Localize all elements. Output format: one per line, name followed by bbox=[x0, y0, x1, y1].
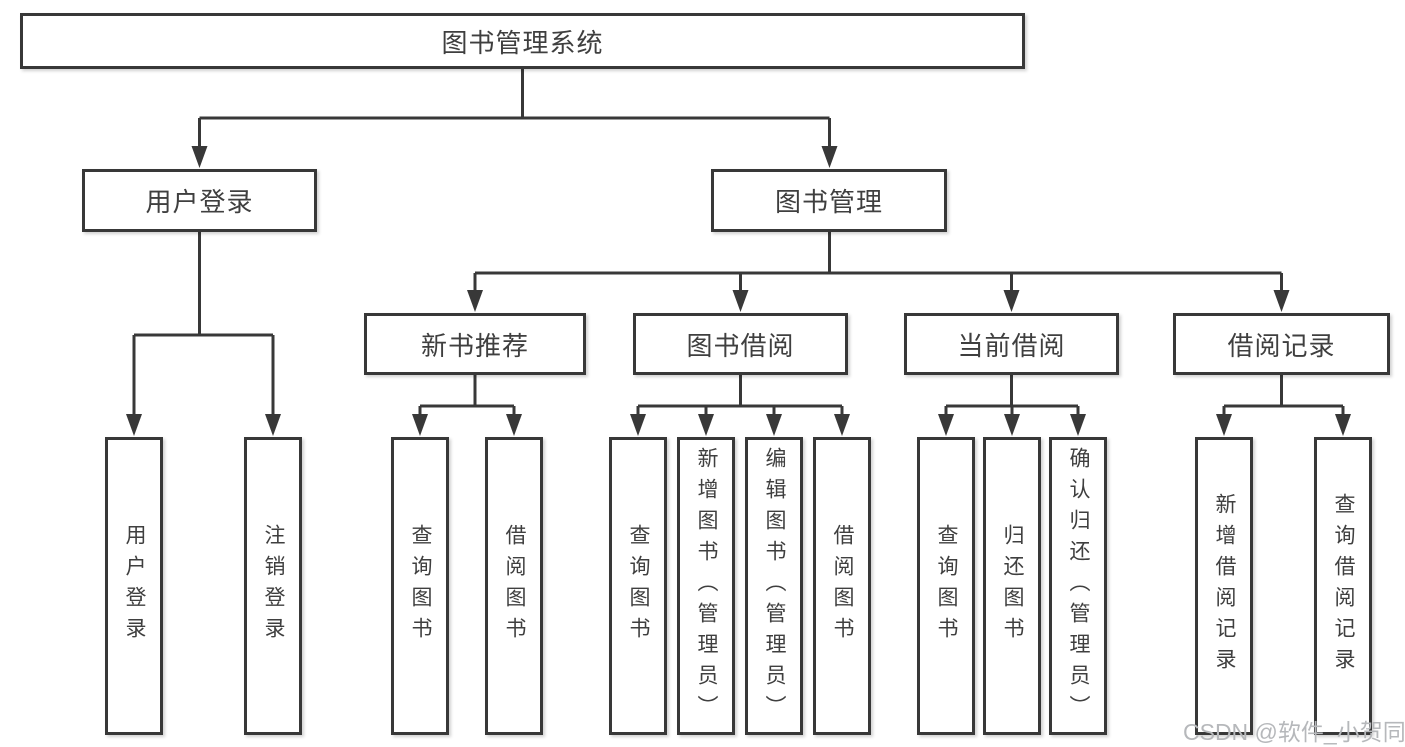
arrowhead bbox=[412, 414, 428, 436]
node-borrowing-records: 借阅记录 bbox=[1173, 313, 1390, 375]
arrowhead bbox=[467, 290, 483, 312]
node-label: 用户登录 bbox=[145, 187, 254, 217]
leaf-borrowing-borrow-books: 借阅图书 bbox=[813, 437, 871, 735]
arrowhead bbox=[1273, 290, 1290, 312]
node-label: 借阅图书 bbox=[831, 524, 854, 648]
arrowhead bbox=[821, 146, 838, 168]
leaf-borrowing-edit-books-admin: 编辑图书（管理员） bbox=[745, 437, 803, 735]
leaf-newbook-borrow-books: 借阅图书 bbox=[485, 437, 543, 735]
node-new-book-recommend: 新书推荐 bbox=[364, 313, 586, 375]
node-label: 确认归还（管理员） bbox=[1067, 446, 1090, 726]
node-label: 用户登录 bbox=[123, 524, 146, 648]
node-user-login: 用户登录 bbox=[82, 169, 317, 232]
node-label: 图书管理 bbox=[774, 187, 883, 217]
node-label: 借阅记录 bbox=[1227, 330, 1336, 361]
node-current-borrowing: 当前借阅 bbox=[904, 313, 1119, 375]
connector-book-borrow-to-leaves bbox=[630, 375, 850, 436]
connector-borrow-records-to-leaves bbox=[1216, 375, 1351, 436]
connector-root-to-level2 bbox=[191, 69, 838, 168]
csdn-watermark: CSDN @软件_小贺同学 bbox=[1183, 719, 1405, 745]
node-label: 查询借阅记录 bbox=[1332, 493, 1355, 679]
node-label: 当前借阅 bbox=[957, 330, 1066, 361]
arrowhead bbox=[1070, 414, 1086, 436]
leaf-borrowing-add-books-admin: 新增图书（管理员） bbox=[677, 437, 735, 735]
node-label: 借阅图书 bbox=[503, 524, 526, 648]
node-book-management: 图书管理 bbox=[711, 169, 947, 232]
leaf-logout: 注销登录 bbox=[244, 437, 302, 735]
arrowhead bbox=[506, 414, 522, 436]
arrowhead bbox=[1216, 414, 1232, 436]
arrowhead bbox=[191, 146, 208, 168]
connector-book-mgmt-to-level3 bbox=[467, 232, 1290, 312]
arrowhead bbox=[1335, 414, 1351, 436]
arrowhead bbox=[1004, 414, 1020, 436]
arrowhead bbox=[265, 414, 281, 436]
arrowhead bbox=[766, 414, 782, 436]
node-label: 归还图书 bbox=[1001, 524, 1024, 648]
node-label: 新书推荐 bbox=[420, 330, 529, 361]
leaf-current-confirm-return-admin: 确认归还（管理员） bbox=[1049, 437, 1107, 735]
leaf-newbook-query-books: 查询图书 bbox=[391, 437, 449, 735]
connector-user-login-to-leaves bbox=[126, 232, 281, 436]
arrowhead bbox=[834, 414, 850, 436]
connector-current-borrow-to-leaves bbox=[938, 375, 1086, 436]
arrowhead bbox=[630, 414, 646, 436]
node-label: 注销登录 bbox=[262, 524, 285, 648]
leaf-borrowing-query-books: 查询图书 bbox=[609, 437, 667, 735]
arrowhead bbox=[938, 414, 954, 436]
node-label: 查询图书 bbox=[409, 524, 432, 648]
connector-new-book-to-leaves bbox=[412, 375, 522, 436]
node-label: 新增借阅记录 bbox=[1213, 493, 1236, 679]
leaf-user-login: 用户登录 bbox=[105, 437, 163, 735]
node-label: 图书借阅 bbox=[686, 330, 795, 361]
arrowhead bbox=[732, 290, 749, 312]
node-label: 查询图书 bbox=[627, 524, 650, 648]
node-label: 新增图书（管理员） bbox=[695, 446, 718, 726]
node-book-borrowing: 图书借阅 bbox=[633, 313, 848, 375]
node-library-management-system: 图书管理系统 bbox=[20, 13, 1025, 69]
leaf-records-query-borrow-record: 查询借阅记录 bbox=[1314, 437, 1372, 735]
leaf-records-add-borrow-record: 新增借阅记录 bbox=[1195, 437, 1253, 735]
leaf-current-query-books: 查询图书 bbox=[917, 437, 975, 735]
node-label: 图书管理系统 bbox=[441, 27, 604, 58]
arrowhead bbox=[126, 414, 142, 436]
arrowhead bbox=[698, 414, 714, 436]
leaf-current-return-books: 归还图书 bbox=[983, 437, 1041, 735]
node-label: 查询图书 bbox=[935, 524, 958, 648]
arrowhead bbox=[1003, 290, 1020, 312]
node-label: 编辑图书（管理员） bbox=[763, 446, 786, 726]
